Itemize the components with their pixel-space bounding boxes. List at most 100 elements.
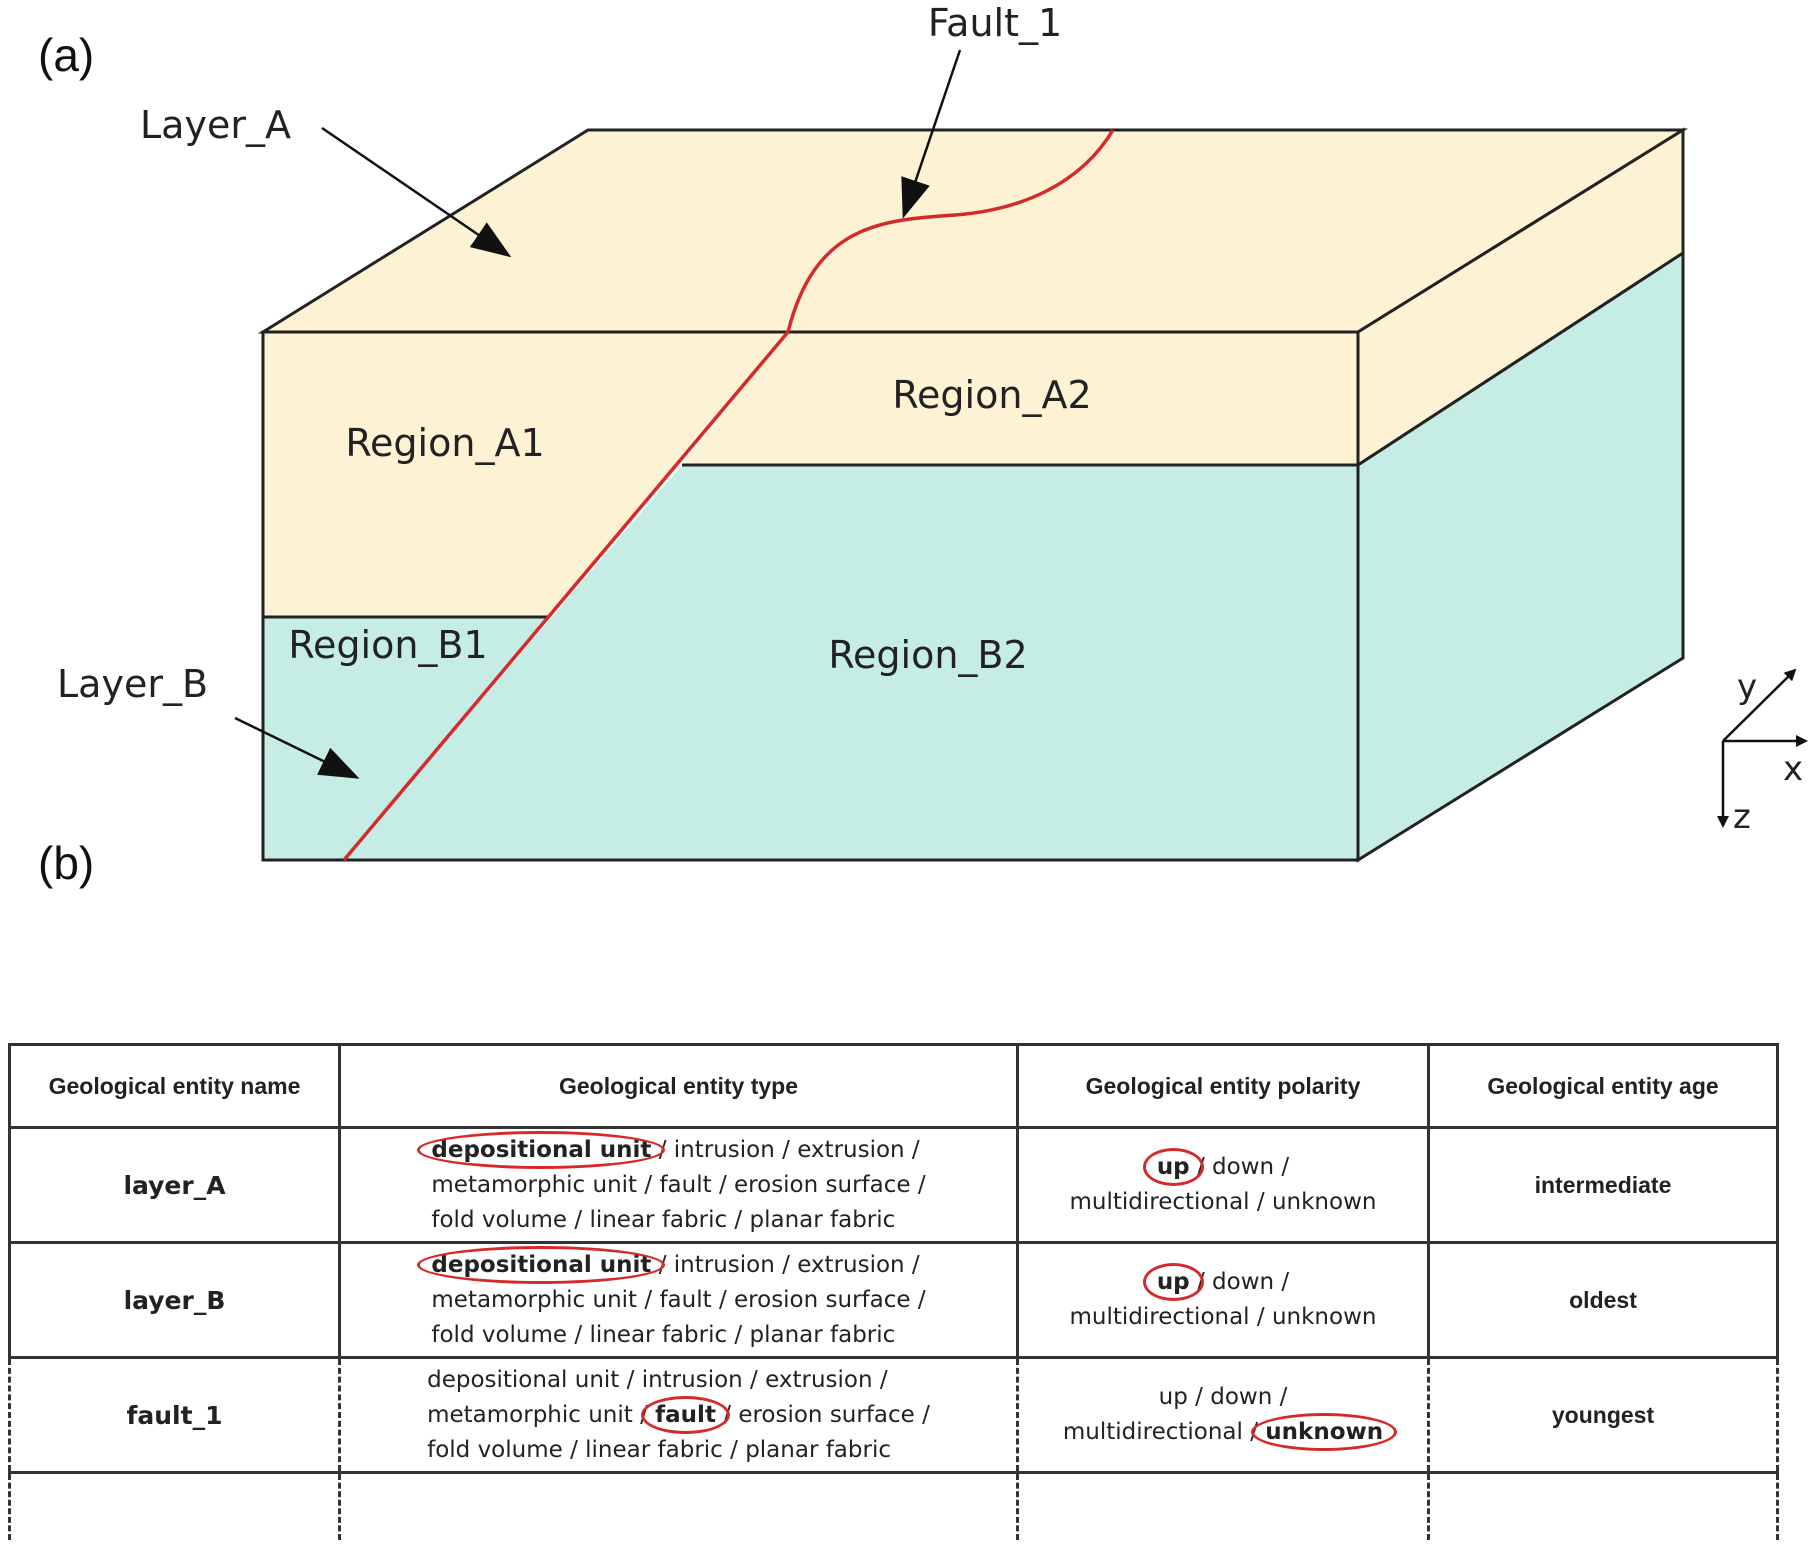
polarity-options-list: up / down / multidirectional / unknown: [1070, 1265, 1377, 1335]
polarity-option: down: [1210, 1384, 1273, 1410]
type-option: extrusion: [797, 1136, 905, 1163]
type-option: extrusion: [765, 1366, 873, 1393]
type-option: metamorphic unit: [427, 1401, 633, 1428]
type-options-line: depositional unit / intrusion / extrusio…: [427, 1366, 888, 1393]
header-entity-polarity: Geological entity polarity: [1016, 1043, 1430, 1129]
x-axis-label: x: [1783, 749, 1803, 789]
region-b2-label: Region_B2: [828, 633, 1027, 677]
fault-trace-front: [342, 330, 790, 862]
type-options-line: metamorphic unit / fault / erosion surfa…: [427, 1401, 930, 1428]
type-options-list: depositional unit / intrusion / extrusio…: [431, 1133, 925, 1238]
polarity-options-line: up / down /: [1156, 1269, 1290, 1295]
z-axis-label: z: [1733, 797, 1751, 837]
fault-1-label: Fault_1: [928, 1, 1062, 45]
polarity-options-line: up / down /: [1156, 1154, 1290, 1180]
block-diagram: Region_A1 Region_A2 Region_B1 Region_B2 …: [57, 1, 1808, 863]
panel-label-b: (b): [38, 837, 95, 889]
type-option: planar fabric: [749, 1206, 896, 1233]
type-option: planar fabric: [749, 1321, 896, 1348]
polarity-option: down: [1212, 1269, 1275, 1295]
entity-name-cell: fault_1: [8, 1356, 341, 1474]
empty-cell: [8, 1471, 341, 1540]
type-option: fault: [659, 1286, 712, 1313]
type-option: linear fabric: [585, 1436, 723, 1463]
type-option: intrusion: [673, 1251, 775, 1278]
type-option: linear fabric: [589, 1321, 728, 1348]
polarity-options-list: up / down / multidirectional / unknown: [1063, 1380, 1383, 1450]
empty-cell: [1016, 1471, 1430, 1540]
selected-type-option: fault: [655, 1401, 716, 1428]
type-option: fold volume: [431, 1321, 568, 1348]
layer-b-label: Layer_B: [57, 662, 208, 706]
type-options-line: depositional unit / intrusion / extrusio…: [431, 1251, 920, 1278]
type-options-list: depositional unit / intrusion / extrusio…: [427, 1363, 930, 1468]
type-option: erosion surface: [734, 1171, 911, 1198]
polarity-option: unknown: [1271, 1189, 1377, 1215]
empty-cell: [1427, 1471, 1779, 1540]
type-option: fold volume: [427, 1436, 563, 1463]
type-option: intrusion: [673, 1136, 775, 1163]
polarity-option: multidirectional: [1069, 1189, 1250, 1215]
region-b1-face: [263, 617, 548, 860]
polarity-options-line: multidirectional / unknown: [1062, 1419, 1384, 1445]
type-option: metamorphic unit: [431, 1286, 638, 1313]
region-a1-label: Region_A1: [345, 421, 544, 465]
type-options-line: depositional unit / intrusion / extrusio…: [431, 1136, 920, 1163]
region-b1-label: Region_B1: [288, 623, 487, 667]
region-a1-face: [263, 332, 788, 617]
entity-age-cell: intermediate: [1427, 1126, 1779, 1244]
entity-polarity-cell: up / down / multidirectional / unknown: [1016, 1356, 1430, 1474]
type-option: fold volume: [431, 1206, 568, 1233]
polarity-option: multidirectional: [1069, 1304, 1250, 1330]
polarity-options-line: multidirectional / unknown: [1069, 1189, 1377, 1215]
entity-age-cell: oldest: [1427, 1241, 1779, 1359]
y-axis-arrow: [1722, 668, 1797, 742]
polarity-options-line: up / down /: [1158, 1384, 1288, 1410]
type-option: fault: [659, 1171, 712, 1198]
type-option: depositional unit: [427, 1366, 620, 1393]
region-a2-label: Region_A2: [892, 373, 1091, 417]
y-axis-label: y: [1737, 667, 1757, 707]
table-row: layer_A depositional unit / intrusion / e…: [8, 1126, 1779, 1244]
type-options-list: depositional unit / intrusion / extrusio…: [431, 1248, 925, 1353]
panel-label-a: (a): [38, 29, 95, 81]
polarity-options-list: up / down / multidirectional / unknown: [1070, 1150, 1377, 1220]
type-option: metamorphic unit: [431, 1171, 638, 1198]
polarity-option: unknown: [1271, 1304, 1377, 1330]
entity-name-cell: layer_A: [8, 1126, 341, 1244]
fault-1-arrow: [901, 49, 962, 219]
table-row: fault_1 depositional unit / intrusion / e…: [8, 1356, 1779, 1474]
layer-a-arrow: [321, 126, 512, 258]
front-face-outline: [261, 330, 1360, 862]
entity-age-cell: youngest: [1427, 1356, 1779, 1474]
type-options-line: metamorphic unit / fault / erosion surfa…: [431, 1286, 926, 1313]
empty-cell: [338, 1471, 1019, 1540]
polarity-option: down: [1212, 1154, 1275, 1180]
entity-type-cell: depositional unit / intrusion / extrusio…: [338, 1241, 1019, 1359]
selected-type-option: depositional unit: [431, 1136, 652, 1163]
type-option: erosion surface: [738, 1401, 915, 1428]
entity-name-cell: layer_B: [8, 1241, 341, 1359]
entity-type-cell: depositional unit / intrusion / extrusio…: [338, 1356, 1019, 1474]
polarity-options-line: multidirectional / unknown: [1069, 1304, 1377, 1330]
empty-table-row: [8, 1471, 1779, 1540]
polarity-option: multidirectional: [1062, 1419, 1243, 1445]
selected-type-option: depositional unit: [431, 1251, 652, 1278]
type-options-line: metamorphic unit / fault / erosion surfa…: [431, 1171, 926, 1198]
selected-polarity-option: up: [1156, 1269, 1190, 1295]
layer-a-label: Layer_A: [140, 103, 291, 147]
fault-trace-top: [786, 129, 1115, 333]
entity-polarity-cell: up / down / multidirectional / unknown: [1016, 1241, 1430, 1359]
table-row: layer_B depositional unit / intrusion / e…: [8, 1241, 1779, 1359]
selected-polarity-option: up: [1156, 1154, 1190, 1180]
type-options-line: fold volume / linear fabric / planar fab…: [427, 1436, 891, 1463]
type-option: linear fabric: [589, 1206, 728, 1233]
header-entity-age: Geological entity age: [1427, 1043, 1779, 1129]
region-b2-face: [344, 465, 1358, 860]
header-entity-type: Geological entity type: [338, 1043, 1019, 1129]
type-option: intrusion: [641, 1366, 743, 1393]
selected-polarity-option: unknown: [1265, 1419, 1384, 1445]
type-option: planar fabric: [745, 1436, 891, 1463]
layer-b-arrow: [234, 716, 360, 779]
entity-type-cell: depositional unit / intrusion / extrusio…: [338, 1126, 1019, 1244]
